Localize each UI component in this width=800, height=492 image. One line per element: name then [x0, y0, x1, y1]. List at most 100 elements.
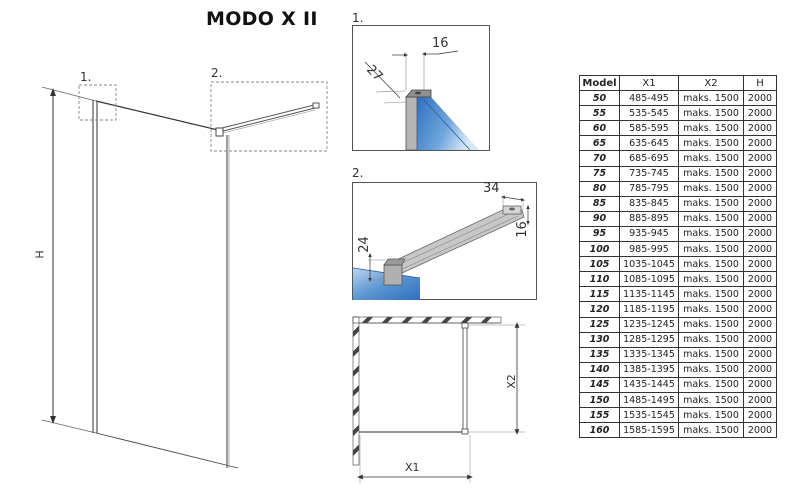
cell-model: 90	[579, 210, 620, 227]
cell-model: 125	[579, 316, 620, 333]
cell-model: 100	[579, 241, 620, 258]
cell-h: 2000	[743, 301, 777, 318]
cell-x1: 1285-1295	[619, 331, 679, 348]
cell-x2: maks. 1500	[678, 105, 744, 122]
ceiling-line	[41, 86, 97, 102]
overview-drawing	[41, 81, 328, 469]
cell-h: 2000	[743, 316, 777, 333]
cell-h: 2000	[743, 407, 777, 424]
cell-x2: maks. 1500	[678, 361, 744, 378]
floor-line	[41, 419, 97, 434]
cell-x2: maks. 1500	[678, 286, 744, 303]
cell-x1: 1035-1045	[619, 256, 679, 273]
cell-h: 2000	[743, 105, 777, 122]
cell-model: 55	[579, 105, 620, 122]
cell-model: 70	[579, 150, 620, 167]
cell-x2: maks. 1500	[678, 346, 744, 363]
cell-x2: maks. 1500	[678, 376, 744, 393]
cell-model: 140	[579, 361, 620, 378]
cell-x1: 1085-1095	[619, 271, 679, 288]
cell-model: 115	[579, 286, 620, 303]
cell-model: 110	[579, 271, 620, 288]
cell-x2: maks. 1500	[678, 301, 744, 318]
cell-x1: 535-545	[619, 105, 679, 122]
detail-box-2	[210, 81, 328, 152]
detail2-label: 2.	[352, 166, 364, 180]
x1-label: X1	[405, 461, 420, 474]
cell-h: 2000	[743, 346, 777, 363]
detail-box-1	[78, 84, 117, 121]
cell-x2: maks. 1500	[678, 150, 744, 167]
header-model: Model	[579, 74, 620, 92]
cell-x2: maks. 1500	[678, 135, 744, 152]
cell-h: 2000	[743, 225, 777, 243]
cell-model: 160	[579, 422, 620, 439]
cell-model: 95	[579, 225, 620, 243]
cell-h: 2000	[743, 90, 777, 107]
detail1-drawing	[352, 25, 490, 151]
detail1-label: 1.	[352, 11, 364, 25]
cell-h: 2000	[743, 286, 777, 303]
height-label: H	[33, 250, 47, 259]
cell-h: 2000	[743, 241, 777, 258]
cell-x1: 1435-1445	[619, 376, 679, 393]
cell-h: 2000	[743, 210, 777, 227]
cell-x2: maks. 1500	[678, 407, 744, 424]
cell-model: 60	[579, 120, 620, 137]
wall-left	[352, 316, 360, 466]
glass-clamp	[215, 127, 224, 137]
cell-x1: 685-695	[619, 150, 679, 167]
cell-h: 2000	[743, 165, 777, 182]
cell-model: 50	[579, 90, 620, 107]
cell-x2: maks. 1500	[678, 180, 744, 197]
cell-model: 85	[579, 195, 620, 212]
detail2-dim-height: 16	[514, 221, 530, 238]
cell-x1: 785-795	[619, 180, 679, 197]
cell-model: 135	[579, 346, 620, 363]
detail1-dim-width: 16	[432, 36, 449, 51]
detail-label-1: 1.	[80, 70, 92, 84]
cell-x1: 885-895	[619, 210, 679, 227]
page-title: MODO X II	[206, 8, 318, 30]
cell-h: 2000	[743, 120, 777, 137]
cell-x1: 1135-1145	[619, 286, 679, 303]
cell-x2: maks. 1500	[678, 90, 744, 107]
cell-x1: 1585-1595	[619, 422, 679, 439]
cell-model: 75	[579, 165, 620, 182]
cell-x1: 985-995	[619, 241, 679, 258]
cell-x2: maks. 1500	[678, 195, 744, 212]
x2-label: X2	[504, 374, 518, 389]
cell-model: 65	[579, 135, 620, 152]
cell-x1: 835-845	[619, 195, 679, 212]
cell-model: 80	[579, 180, 620, 197]
detail2-drawing	[352, 182, 537, 300]
cell-h: 2000	[743, 256, 777, 273]
detail2-dim-offset: 24	[356, 236, 372, 253]
cell-x2: maks. 1500	[678, 256, 744, 273]
cell-x2: maks. 1500	[678, 331, 744, 348]
cell-x1: 1485-1495	[619, 391, 679, 409]
cell-h: 2000	[743, 195, 777, 212]
wall-profile-shape	[405, 96, 418, 151]
header-x2: X2	[678, 74, 744, 92]
plan-view-drawing	[352, 316, 525, 483]
cell-x1: 1385-1395	[619, 361, 679, 378]
cell-h: 2000	[743, 331, 777, 348]
